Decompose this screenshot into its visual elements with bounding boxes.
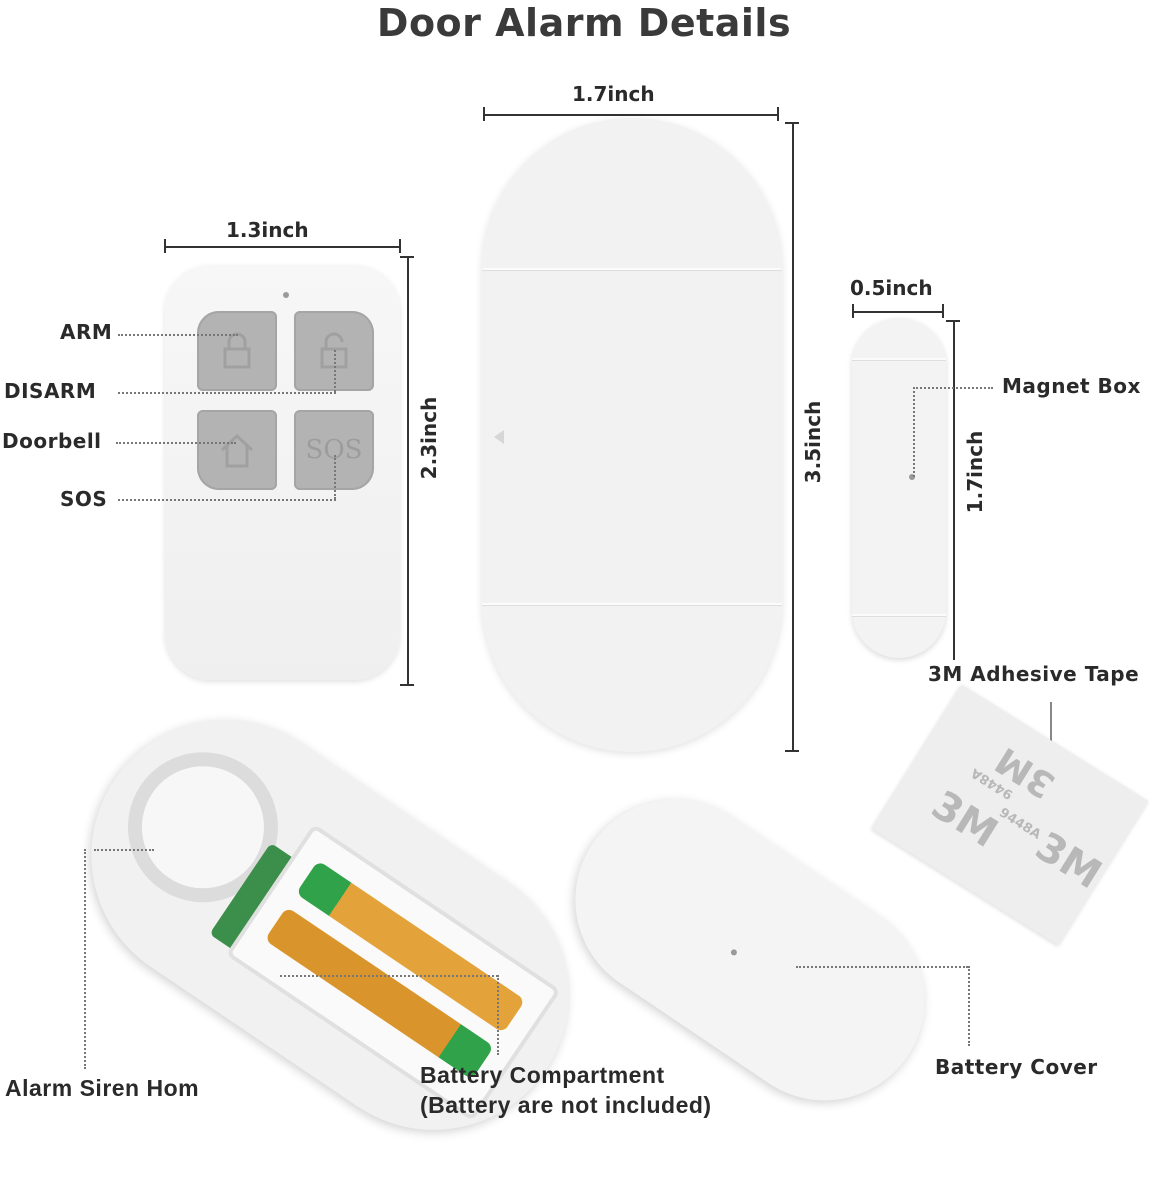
callout-line [497, 975, 499, 1055]
tape-model-print: 9448A [996, 805, 1044, 843]
callout-line [280, 975, 498, 977]
alarm-sensor-body [482, 118, 782, 752]
callout-line [968, 966, 970, 1046]
dimension-tick [400, 684, 414, 686]
battery-cover-label: Battery Cover [935, 1055, 1098, 1079]
dimension-tick [164, 239, 166, 253]
callout-line [84, 849, 86, 1069]
dimension-tick [946, 320, 960, 322]
adhesive-tape: 3M 3M 3M 9448A 9448A [871, 684, 1149, 946]
battery-compartment-label: Battery Compartment [420, 1062, 665, 1088]
magnet-box-label: Magnet Box [1002, 374, 1141, 398]
callout-line [118, 334, 238, 336]
callout-line [913, 387, 915, 477]
dimension-tick [483, 107, 485, 121]
magnet-seam [852, 614, 946, 616]
doorbell-label: Doorbell [2, 429, 102, 453]
tape-brand-print: 3M [923, 782, 1006, 858]
sensor-height-label: 3.5inch [801, 400, 825, 484]
dimension-tick [777, 107, 779, 121]
magnet-box [852, 318, 946, 658]
dimension-tick [852, 304, 854, 318]
sensor-height-line [792, 122, 794, 752]
callout-line [796, 966, 968, 968]
remote-control: SOS [165, 265, 400, 680]
dimension-tick [400, 256, 414, 258]
callout-line [118, 499, 336, 501]
tape-label: 3M Adhesive Tape [928, 662, 1140, 686]
callout-line [334, 455, 336, 499]
page-title: Door Alarm Details [376, 1, 792, 45]
dimension-tick [942, 304, 944, 318]
dimension-tick [399, 239, 401, 253]
callout-line [116, 442, 236, 444]
house-icon [220, 433, 254, 468]
sos-label: SOS [60, 487, 108, 511]
siren-label: Alarm Siren Hom [5, 1075, 200, 1101]
sos-button[interactable]: SOS [294, 410, 374, 490]
led-indicator [283, 292, 289, 298]
remote-width-line [165, 246, 399, 248]
callout-line [913, 387, 993, 389]
sensor-seam [482, 603, 782, 605]
arm-button[interactable] [197, 311, 277, 391]
callout-dot [909, 474, 915, 480]
callout-line [94, 849, 154, 851]
remote-height-line [407, 256, 409, 686]
magnet-width-label: 0.5inch [850, 276, 933, 300]
remote-width-label: 1.3inch [226, 218, 309, 242]
battery-note-label: (Battery are not included) [420, 1092, 712, 1118]
magnet-width-line [852, 311, 942, 313]
dimension-tick [785, 122, 799, 124]
doorbell-button[interactable] [197, 410, 277, 490]
callout-line [334, 350, 336, 392]
remote-height-label: 2.3inch [417, 396, 441, 480]
lock-closed-icon [223, 332, 251, 369]
sos-icon: SOS [305, 435, 363, 465]
sensor-seam [482, 268, 782, 270]
magnet-height-line [953, 320, 955, 660]
magnet-height-label: 1.7inch [963, 430, 987, 514]
magnet-seam [852, 358, 946, 360]
sensor-width-line [483, 114, 777, 116]
callout-line [118, 392, 336, 394]
alignment-arrow-icon [494, 430, 504, 444]
arm-label: ARM [60, 320, 113, 344]
callout-dot [729, 948, 739, 957]
dimension-tick [785, 750, 799, 752]
disarm-label: DISARM [4, 379, 97, 403]
sensor-width-label: 1.7inch [572, 82, 655, 106]
